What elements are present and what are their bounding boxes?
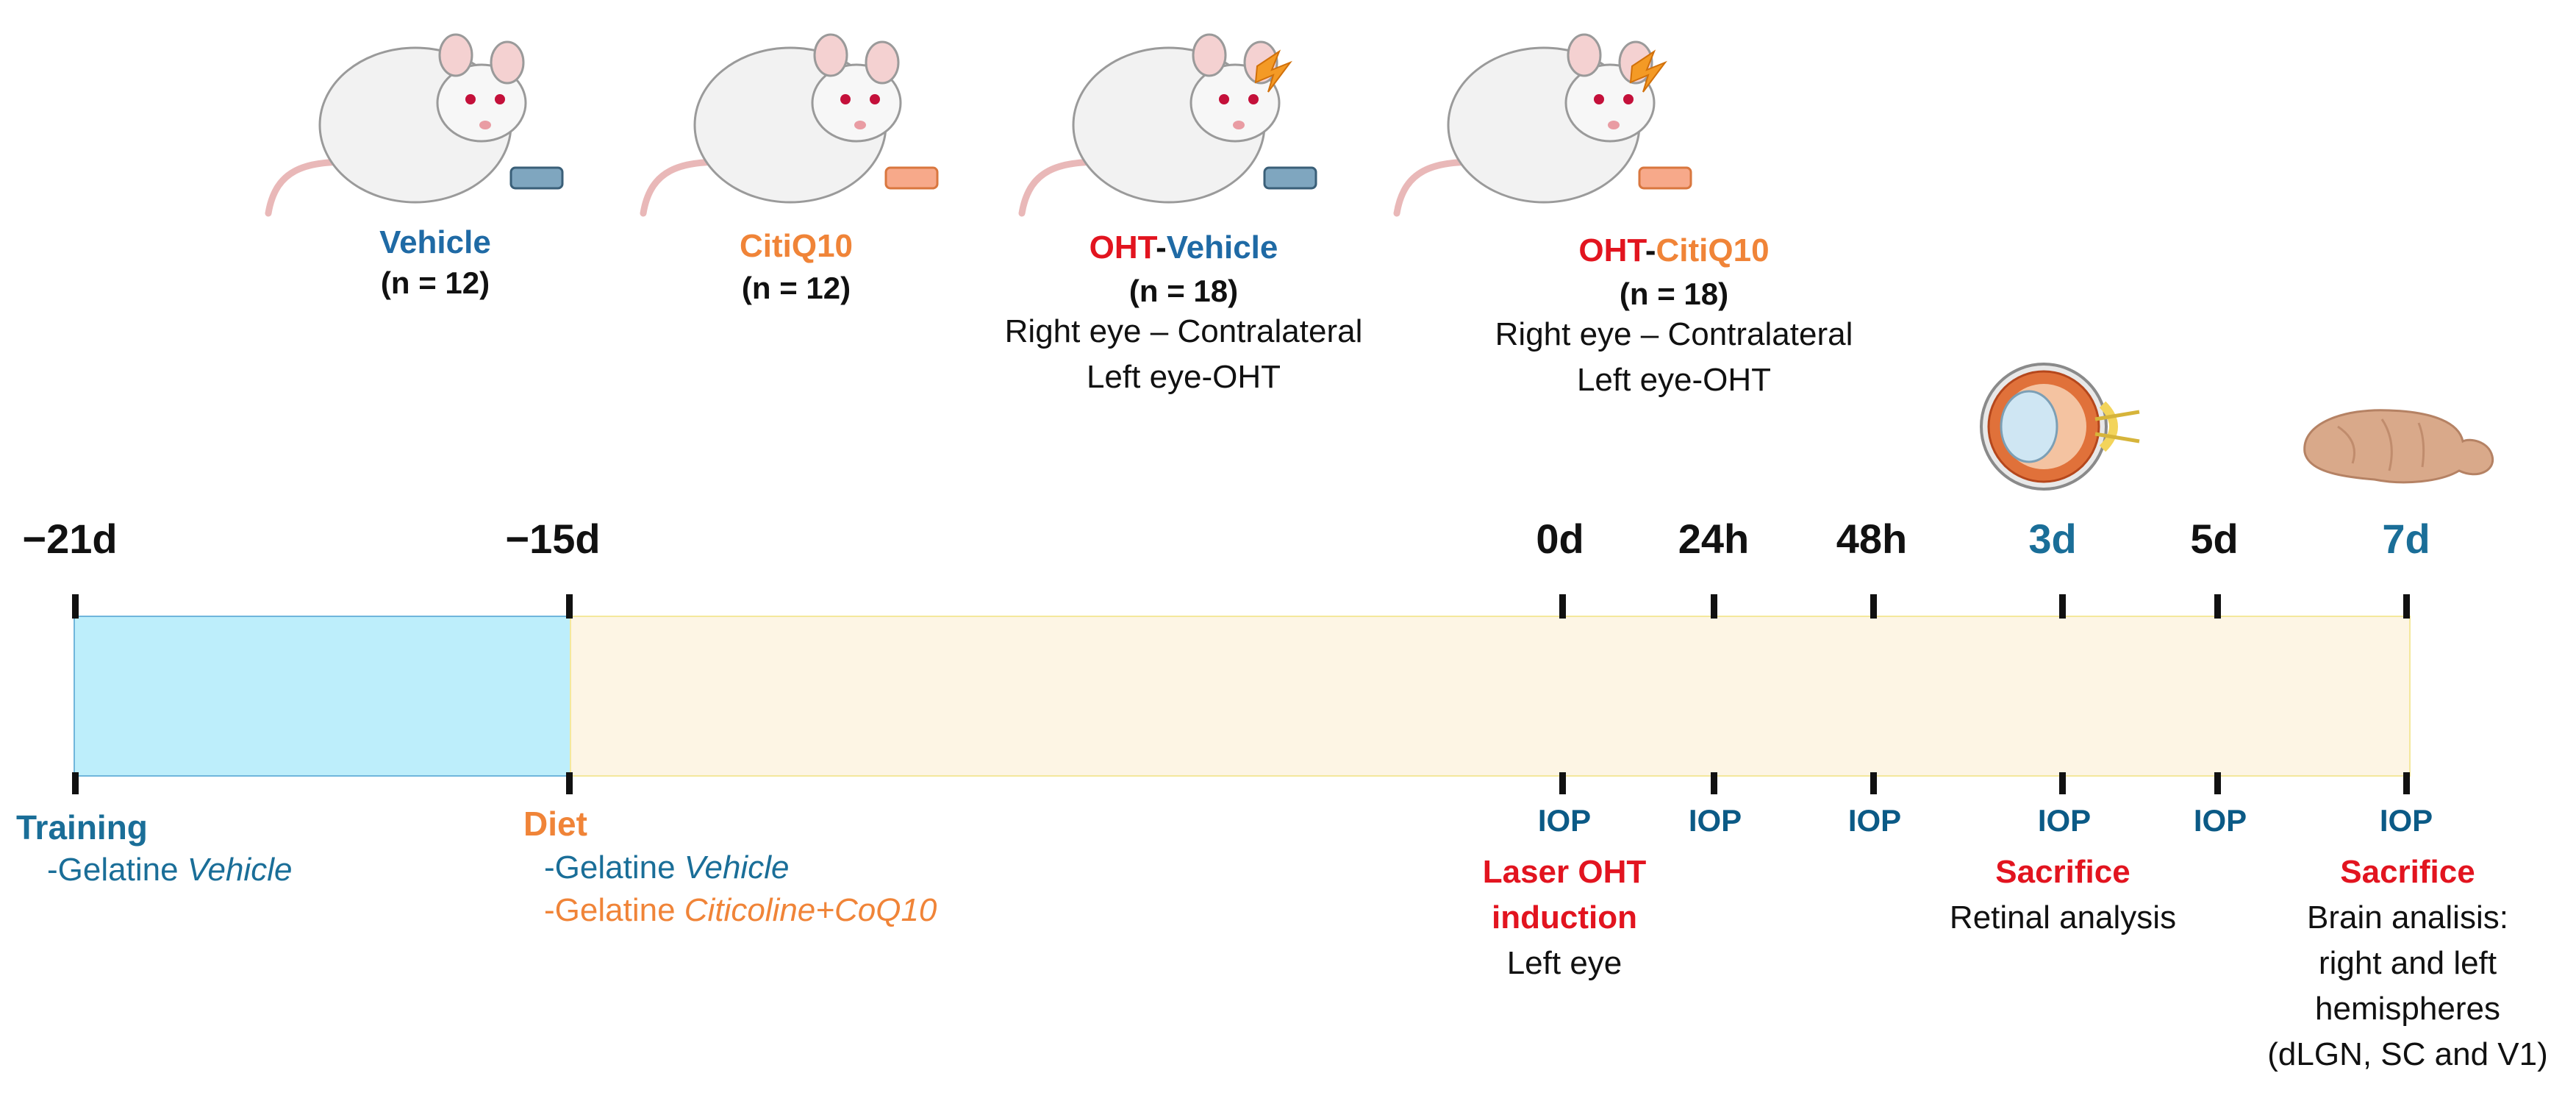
diet-item-2: -Gelatine Citicoline+CoQ10 [544,892,937,929]
mouse-citiq10-illustration [640,33,939,217]
group-oht-vehicle-title-treatment: Vehicle [1166,229,1278,266]
training-phase-label: Training -Gelatine Vehicle [16,808,292,888]
tick-label-48h: 48h [1836,516,1908,562]
diet-item-1: -Gelatine Vehicle [544,849,937,886]
diet-item-2-emphasis: Citicoline+CoQ10 [684,892,937,928]
group-citiq10: CitiQ10 (n = 12) [740,228,853,306]
event-0d-line-3: Left eye [1506,945,1622,981]
group-citiq10-title: CitiQ10 [739,228,854,264]
iop-label-7d: IOP [2379,803,2433,838]
mouse-vehicle-illustration [265,33,564,217]
event-0d-line-2: induction [1492,899,1637,936]
event-3d-line-1: Sacrifice [1995,854,2130,890]
diet-item-1-prefix: -Gelatine [544,849,684,886]
tick-24h-bottom [1711,772,1717,794]
tick-5d-bottom [2214,772,2221,794]
event-7d-line-5: (dLGN, SC and V1) [2267,1036,2548,1072]
event-0d: Laser OHT induction Left eye [1483,849,1647,986]
tick-label-5d: 5d [2190,516,2239,562]
group-vehicle-title: Vehicle [379,224,491,260]
group-oht-citiq10-title: OHT-CitiQ10 [1495,232,1853,269]
training-item-1: -Gelatine Vehicle [47,852,292,888]
training-item-1-prefix: -Gelatine [47,852,187,888]
mouse-oht-vehicle-illustration [1018,33,1317,217]
event-7d: Sacrifice Brain analisis: right and left… [2267,849,2548,1077]
group-oht-vehicle-title-oht: OHT [1089,229,1156,266]
group-vehicle-n: (n = 12) [380,266,490,300]
tick-label-24h: 24h [1678,516,1750,562]
event-3d: Sacrifice Retinal analysis [1950,849,2176,941]
tick-minus21d-bottom [72,772,79,794]
tick-24h-top [1711,594,1717,619]
diet-title: Diet [523,805,587,843]
group-vehicle: Vehicle (n = 12) [379,224,491,301]
diet-item-1-emphasis: Vehicle [684,849,790,886]
diet-phase-label: Diet -Gelatine Vehicle -Gelatine Citicol… [523,804,937,929]
tick-minus15d-bottom [566,772,573,794]
group-oht-citiq10-title-oht: OHT [1578,232,1645,268]
tick-7d-bottom [2403,772,2410,794]
group-oht-vehicle-note-1: Right eye – Contralateral [1004,313,1363,349]
tick-3d-bottom [2059,772,2066,794]
group-oht-vehicle-title: OHT-Vehicle [1005,229,1363,266]
tick-7d-top [2403,594,2410,619]
training-phase-bar [74,616,571,777]
brain-illustration [2303,409,2494,484]
group-oht-citiq10-note-1: Right eye – Contralateral [1495,316,1853,352]
tick-3d-top [2059,594,2066,619]
mouse-oht-citiq10-illustration [1393,33,1692,217]
group-oht-citiq10-note-2: Left eye-OHT [1576,362,1772,398]
iop-label-24h: IOP [1688,803,1742,838]
tick-label-0d: 0d [1536,516,1584,562]
group-oht-vehicle-n: (n = 18) [1128,274,1239,308]
event-7d-line-2: Brain analisis: [2307,899,2508,936]
tick-5d-top [2214,594,2221,619]
diet-phase-bar [570,616,2411,777]
group-oht-vehicle-note-2: Left eye-OHT [1086,359,1281,395]
group-citiq10-n: (n = 12) [741,271,851,305]
iop-label-48h: IOP [1847,803,1902,838]
tick-minus15d-top [566,594,573,619]
tick-48h-bottom [1870,772,1877,794]
tick-label-3d: 3d [2028,516,2077,562]
group-oht-vehicle: OHT-Vehicle (n = 18) Right eye – Contral… [1005,229,1363,400]
tick-label-minus15d: −15d [505,516,601,562]
tick-label-7d: 7d [2382,516,2430,562]
event-3d-line-2: Retinal analysis [1949,899,2177,936]
diet-item-2-prefix: -Gelatine [544,892,684,928]
iop-label-3d: IOP [2037,803,2092,838]
group-oht-citiq10: OHT-CitiQ10 (n = 18) Right eye – Contral… [1495,232,1853,403]
group-oht-citiq10-title-treatment: CitiQ10 [1656,232,1770,268]
event-7d-line-4: hemispheres [2315,991,2500,1027]
iop-label-0d: IOP [1537,803,1592,838]
training-item-1-emphasis: Vehicle [187,852,293,888]
group-oht-citiq10-n: (n = 18) [1619,277,1729,311]
group-oht-vehicle-title-sep: - [1156,229,1167,266]
event-7d-line-3: right and left [2318,945,2497,981]
tick-label-minus21d: −21d [22,516,118,562]
tick-0d-bottom [1559,772,1566,794]
tick-48h-top [1870,594,1877,619]
event-7d-line-1: Sacrifice [2340,854,2475,890]
event-0d-line-1: Laser OHT [1482,854,1647,890]
tick-minus21d-top [72,594,79,619]
tick-0d-top [1559,594,1566,619]
eye-illustration [1980,363,2140,491]
group-oht-citiq10-title-sep: - [1645,232,1656,268]
training-title: Training [16,808,148,847]
iop-label-5d: IOP [2193,803,2247,838]
